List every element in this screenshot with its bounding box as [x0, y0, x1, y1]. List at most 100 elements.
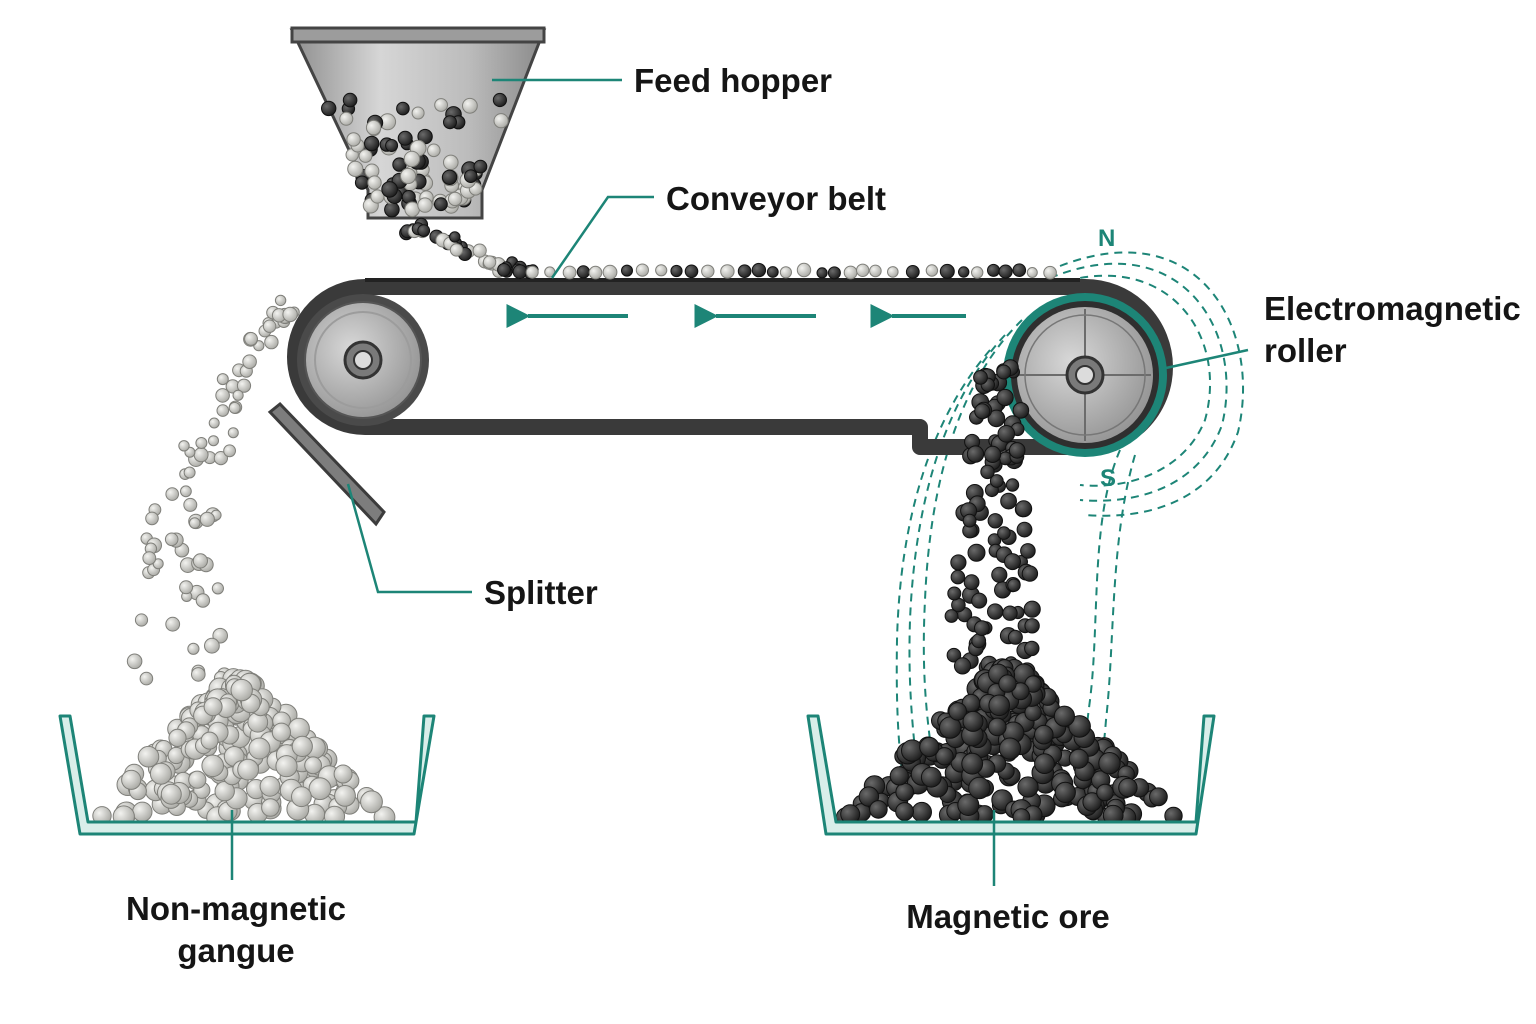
gangue-particle	[188, 770, 207, 789]
magnetic-particle	[939, 263, 955, 279]
gangue-particle	[472, 243, 487, 258]
magnetic-particle	[984, 445, 1002, 463]
magnetic-particle	[991, 566, 1008, 583]
magnetic-particle	[1007, 578, 1021, 592]
magnetic-particle	[905, 265, 920, 279]
gangue-particle	[404, 201, 421, 218]
gangue-particle	[168, 728, 187, 748]
gangue-particle	[403, 150, 421, 168]
drive-pulley	[297, 294, 429, 426]
gangue-particle	[720, 264, 735, 279]
magnetic-particle	[911, 801, 932, 823]
magnetic-particle	[1024, 640, 1040, 657]
magnetic-particle	[766, 266, 779, 278]
gangue-particle	[183, 497, 198, 512]
gangue-particle	[201, 754, 224, 778]
magnetic-particle	[417, 224, 431, 238]
gangue-particle	[137, 745, 160, 768]
gangue-particle	[259, 775, 281, 797]
gangue-particle	[365, 119, 382, 136]
gangue-particle	[180, 485, 192, 498]
gangue-particle	[447, 191, 463, 207]
magnetic-particle	[997, 526, 1011, 540]
gangue-particle	[287, 717, 310, 740]
magnetic-particle	[1034, 753, 1055, 774]
gangue-particle	[193, 447, 209, 463]
field-line	[1039, 274, 1211, 487]
magnetic-particle	[1149, 787, 1168, 807]
gangue-particle	[242, 354, 257, 370]
magnetic-particle	[989, 474, 1004, 488]
gangue-particle	[493, 113, 509, 129]
gangue-particle	[248, 737, 271, 760]
gangue-particle	[271, 722, 291, 742]
magnetic-particle	[971, 633, 987, 649]
gangue-particle	[232, 389, 244, 401]
gangue-particle	[655, 264, 668, 277]
gangue-particle	[282, 306, 298, 323]
magnetic-particle	[919, 736, 940, 758]
field-line	[922, 319, 1023, 741]
gangue-particle	[308, 777, 332, 801]
magnetic-particle	[1012, 402, 1030, 419]
magnetic-particle	[397, 130, 413, 146]
gangue-particle	[400, 167, 417, 185]
magnetic-particle	[1002, 605, 1018, 621]
gangue-particle	[887, 266, 899, 278]
magnetic-particle	[381, 181, 398, 198]
magnetic-particle	[670, 264, 683, 278]
gangue-particle	[121, 769, 142, 790]
magnetic-particle	[962, 513, 977, 528]
magnetic-particle	[974, 403, 991, 420]
magnetic-particle	[987, 513, 1003, 529]
magnetic-particle	[621, 264, 633, 277]
gangue-particle	[191, 667, 206, 682]
magnetic-particle	[973, 370, 988, 385]
electromagnetic-roller	[1003, 293, 1167, 457]
gangue-particle	[139, 671, 154, 686]
gangue-particle	[602, 264, 618, 280]
magnetic-particle	[434, 197, 448, 212]
gangue-particle	[211, 582, 224, 595]
gangue-particle	[216, 373, 229, 386]
magnetic-particle	[1053, 705, 1076, 727]
gangue-particle	[208, 417, 220, 429]
magnetic-particle	[974, 620, 990, 636]
gangue-particle	[126, 653, 143, 670]
gangue-particle	[227, 427, 239, 439]
gangue-particle	[223, 444, 237, 458]
gangue-particle	[165, 487, 179, 501]
magnetic-particle	[1023, 600, 1041, 618]
gangue-particle	[434, 98, 449, 112]
magnetic-particle	[1118, 777, 1138, 798]
magnetic-particle	[1096, 783, 1114, 802]
gangue-particle	[192, 553, 208, 569]
magnetic-particle	[1034, 724, 1054, 745]
gangue-particle	[417, 197, 433, 213]
magnetic-particle	[321, 100, 337, 117]
magnetic-particle	[449, 231, 461, 243]
gangue-particle	[230, 678, 253, 702]
magnetic-particle	[1024, 618, 1040, 634]
gangue-particle	[262, 319, 277, 333]
magnetic-particle	[950, 554, 967, 571]
gangue-particle	[264, 334, 279, 350]
gangue-particle	[346, 132, 361, 147]
magnetic-particle	[401, 190, 416, 204]
magnetic-particle	[1016, 521, 1033, 538]
magnetic-particle	[869, 800, 888, 819]
magnetic-particle	[737, 264, 752, 279]
magnetic-particle	[957, 794, 980, 816]
magnetic-particle	[948, 702, 968, 721]
gangue-particle	[244, 332, 258, 346]
gangue-particle	[188, 517, 201, 529]
magnetic-particle	[987, 263, 1000, 277]
magnetic-particle	[1068, 748, 1089, 769]
magnetic-particle	[1008, 442, 1026, 459]
magnetic-particle	[1000, 492, 1017, 510]
gangue-particle	[333, 764, 353, 784]
magnetic-particle	[996, 364, 1012, 380]
gangue-particle	[203, 697, 223, 717]
magnetic-particle	[354, 175, 370, 190]
